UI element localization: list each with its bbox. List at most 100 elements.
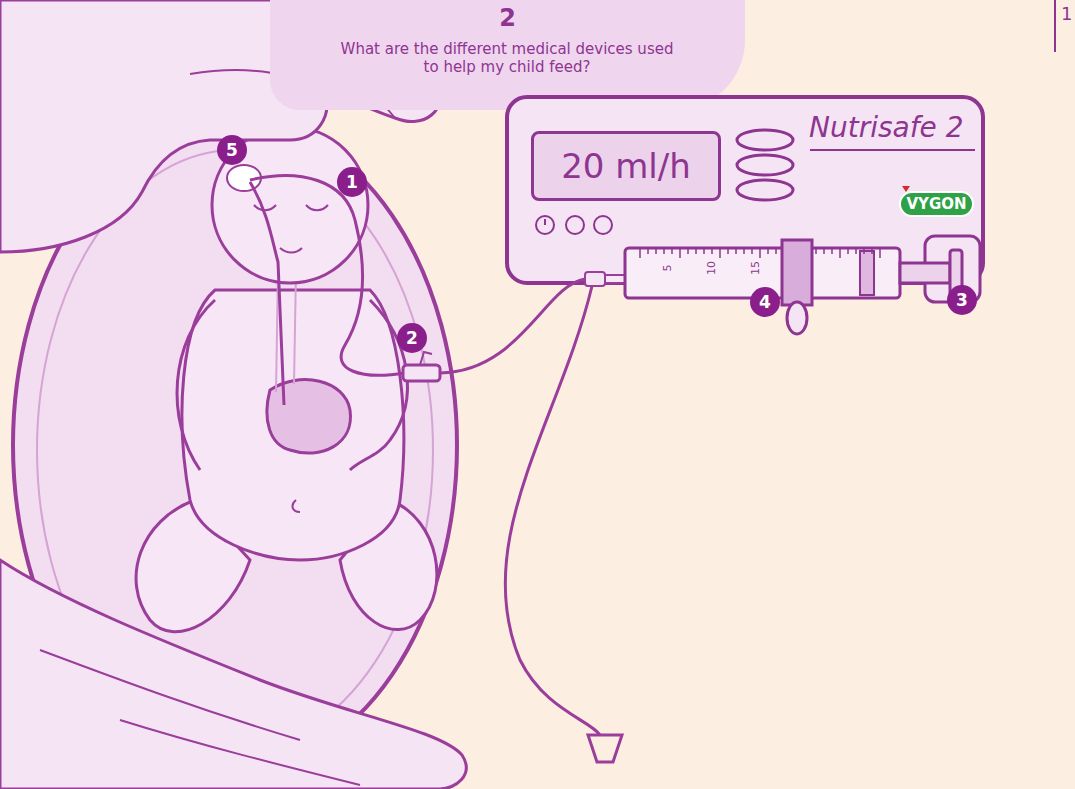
scale-tick <box>871 248 873 254</box>
scale-tick <box>823 248 825 254</box>
pump-display: 20 ml/h <box>531 131 721 201</box>
scale-number: 10 <box>705 256 719 280</box>
scale-tick <box>671 248 673 254</box>
scale-tick <box>655 248 657 254</box>
rate-readout: 20 ml/h <box>534 146 718 187</box>
scale-tick <box>775 248 777 254</box>
scale-tick <box>831 248 833 254</box>
brand-badge: VYGON <box>899 191 974 217</box>
heading-number: 2 <box>270 4 745 33</box>
scale-number: 15 <box>749 256 763 280</box>
pump-button <box>566 216 584 234</box>
baby-head <box>212 127 368 283</box>
scale-tick <box>767 248 769 254</box>
scale-tick <box>743 248 745 254</box>
tube-connector <box>403 365 440 381</box>
cot-mattress <box>13 120 457 770</box>
parent-hand <box>0 0 442 252</box>
scale-tick <box>855 248 857 254</box>
baby-leg <box>136 500 250 632</box>
baby-eye <box>254 205 276 210</box>
scale-tick <box>679 248 681 258</box>
finger-line <box>305 58 395 118</box>
brand-logo: VYGON <box>901 195 972 213</box>
baby-body <box>182 290 404 560</box>
logo-mark <box>902 186 910 192</box>
baby-leg <box>340 500 437 630</box>
scale-number: 5 <box>661 256 675 280</box>
page-rule <box>1054 0 1056 52</box>
stomach <box>267 380 351 453</box>
scale-tick <box>759 248 761 258</box>
scale-tick <box>695 248 697 254</box>
power-symbol <box>544 219 546 225</box>
connector-cap <box>420 352 432 365</box>
cheek-tape <box>227 165 261 191</box>
scale-tick <box>711 248 713 254</box>
plunger-plate <box>950 250 962 296</box>
pump-button <box>737 155 793 175</box>
baby-arm <box>350 300 407 470</box>
pump-button <box>737 130 793 150</box>
syringe-clamp <box>782 240 812 305</box>
syringe-scale <box>640 248 880 258</box>
scale-tick <box>727 248 729 254</box>
finger-line <box>40 650 300 740</box>
page-number: 1 <box>1061 3 1072 25</box>
plunger-head <box>860 251 874 295</box>
callout-number: 2 <box>397 323 427 353</box>
scale-tick <box>687 248 689 254</box>
mattress-rim <box>37 150 433 750</box>
oesophagus <box>294 270 296 384</box>
feeding-tube <box>250 176 405 376</box>
baby-arm <box>177 300 215 470</box>
scale-tick <box>639 248 641 258</box>
scale-tick <box>879 248 881 258</box>
scale-tick <box>791 248 793 254</box>
baby-mouth <box>280 248 302 253</box>
syringe-nozzle <box>605 275 625 283</box>
scale-tick <box>807 248 809 254</box>
heading-question: What are the different medical devices u… <box>337 40 677 76</box>
tube-clamp <box>588 735 622 762</box>
syringe-holder <box>925 236 980 302</box>
finger-line <box>190 70 325 94</box>
scale-tick <box>663 248 665 254</box>
scale-tick <box>799 248 801 258</box>
syringe-barrel <box>625 248 900 298</box>
scale-tick <box>815 248 817 254</box>
heading-band: 2What are the different medical devices … <box>270 0 745 110</box>
inner-feeding-tube <box>250 182 284 405</box>
extension-tube <box>505 286 600 735</box>
scale-tick <box>735 248 737 254</box>
oesophagus <box>276 270 278 392</box>
syringe-plunger <box>900 263 950 283</box>
parent-hand <box>0 560 466 789</box>
scale-tick <box>647 248 649 254</box>
scale-tick <box>839 248 841 258</box>
callout-number: 1 <box>337 167 367 197</box>
navel <box>293 500 300 512</box>
baby-eye <box>306 205 328 210</box>
pump-button <box>737 180 793 200</box>
brand-underline <box>810 149 975 151</box>
power-button <box>536 216 554 234</box>
scale-tick <box>703 248 705 254</box>
extension-tube <box>440 279 585 373</box>
pump-button <box>594 216 612 234</box>
scale-tick <box>751 248 753 254</box>
scale-tick <box>783 248 785 254</box>
syringe-pump: Nutrisafe 2 20 ml/hVYGON <box>505 95 985 285</box>
scale-tick <box>847 248 849 254</box>
scale-tick <box>863 248 865 254</box>
luer-connector <box>585 272 605 286</box>
callout-number: 5 <box>217 135 247 165</box>
finger-line <box>120 720 360 785</box>
clamp-tab <box>787 302 807 334</box>
brand-name: Nutrisafe 2 <box>809 111 981 145</box>
scale-tick <box>719 248 721 258</box>
callout-number: 3 <box>947 285 977 315</box>
callout-number: 4 <box>750 287 780 317</box>
